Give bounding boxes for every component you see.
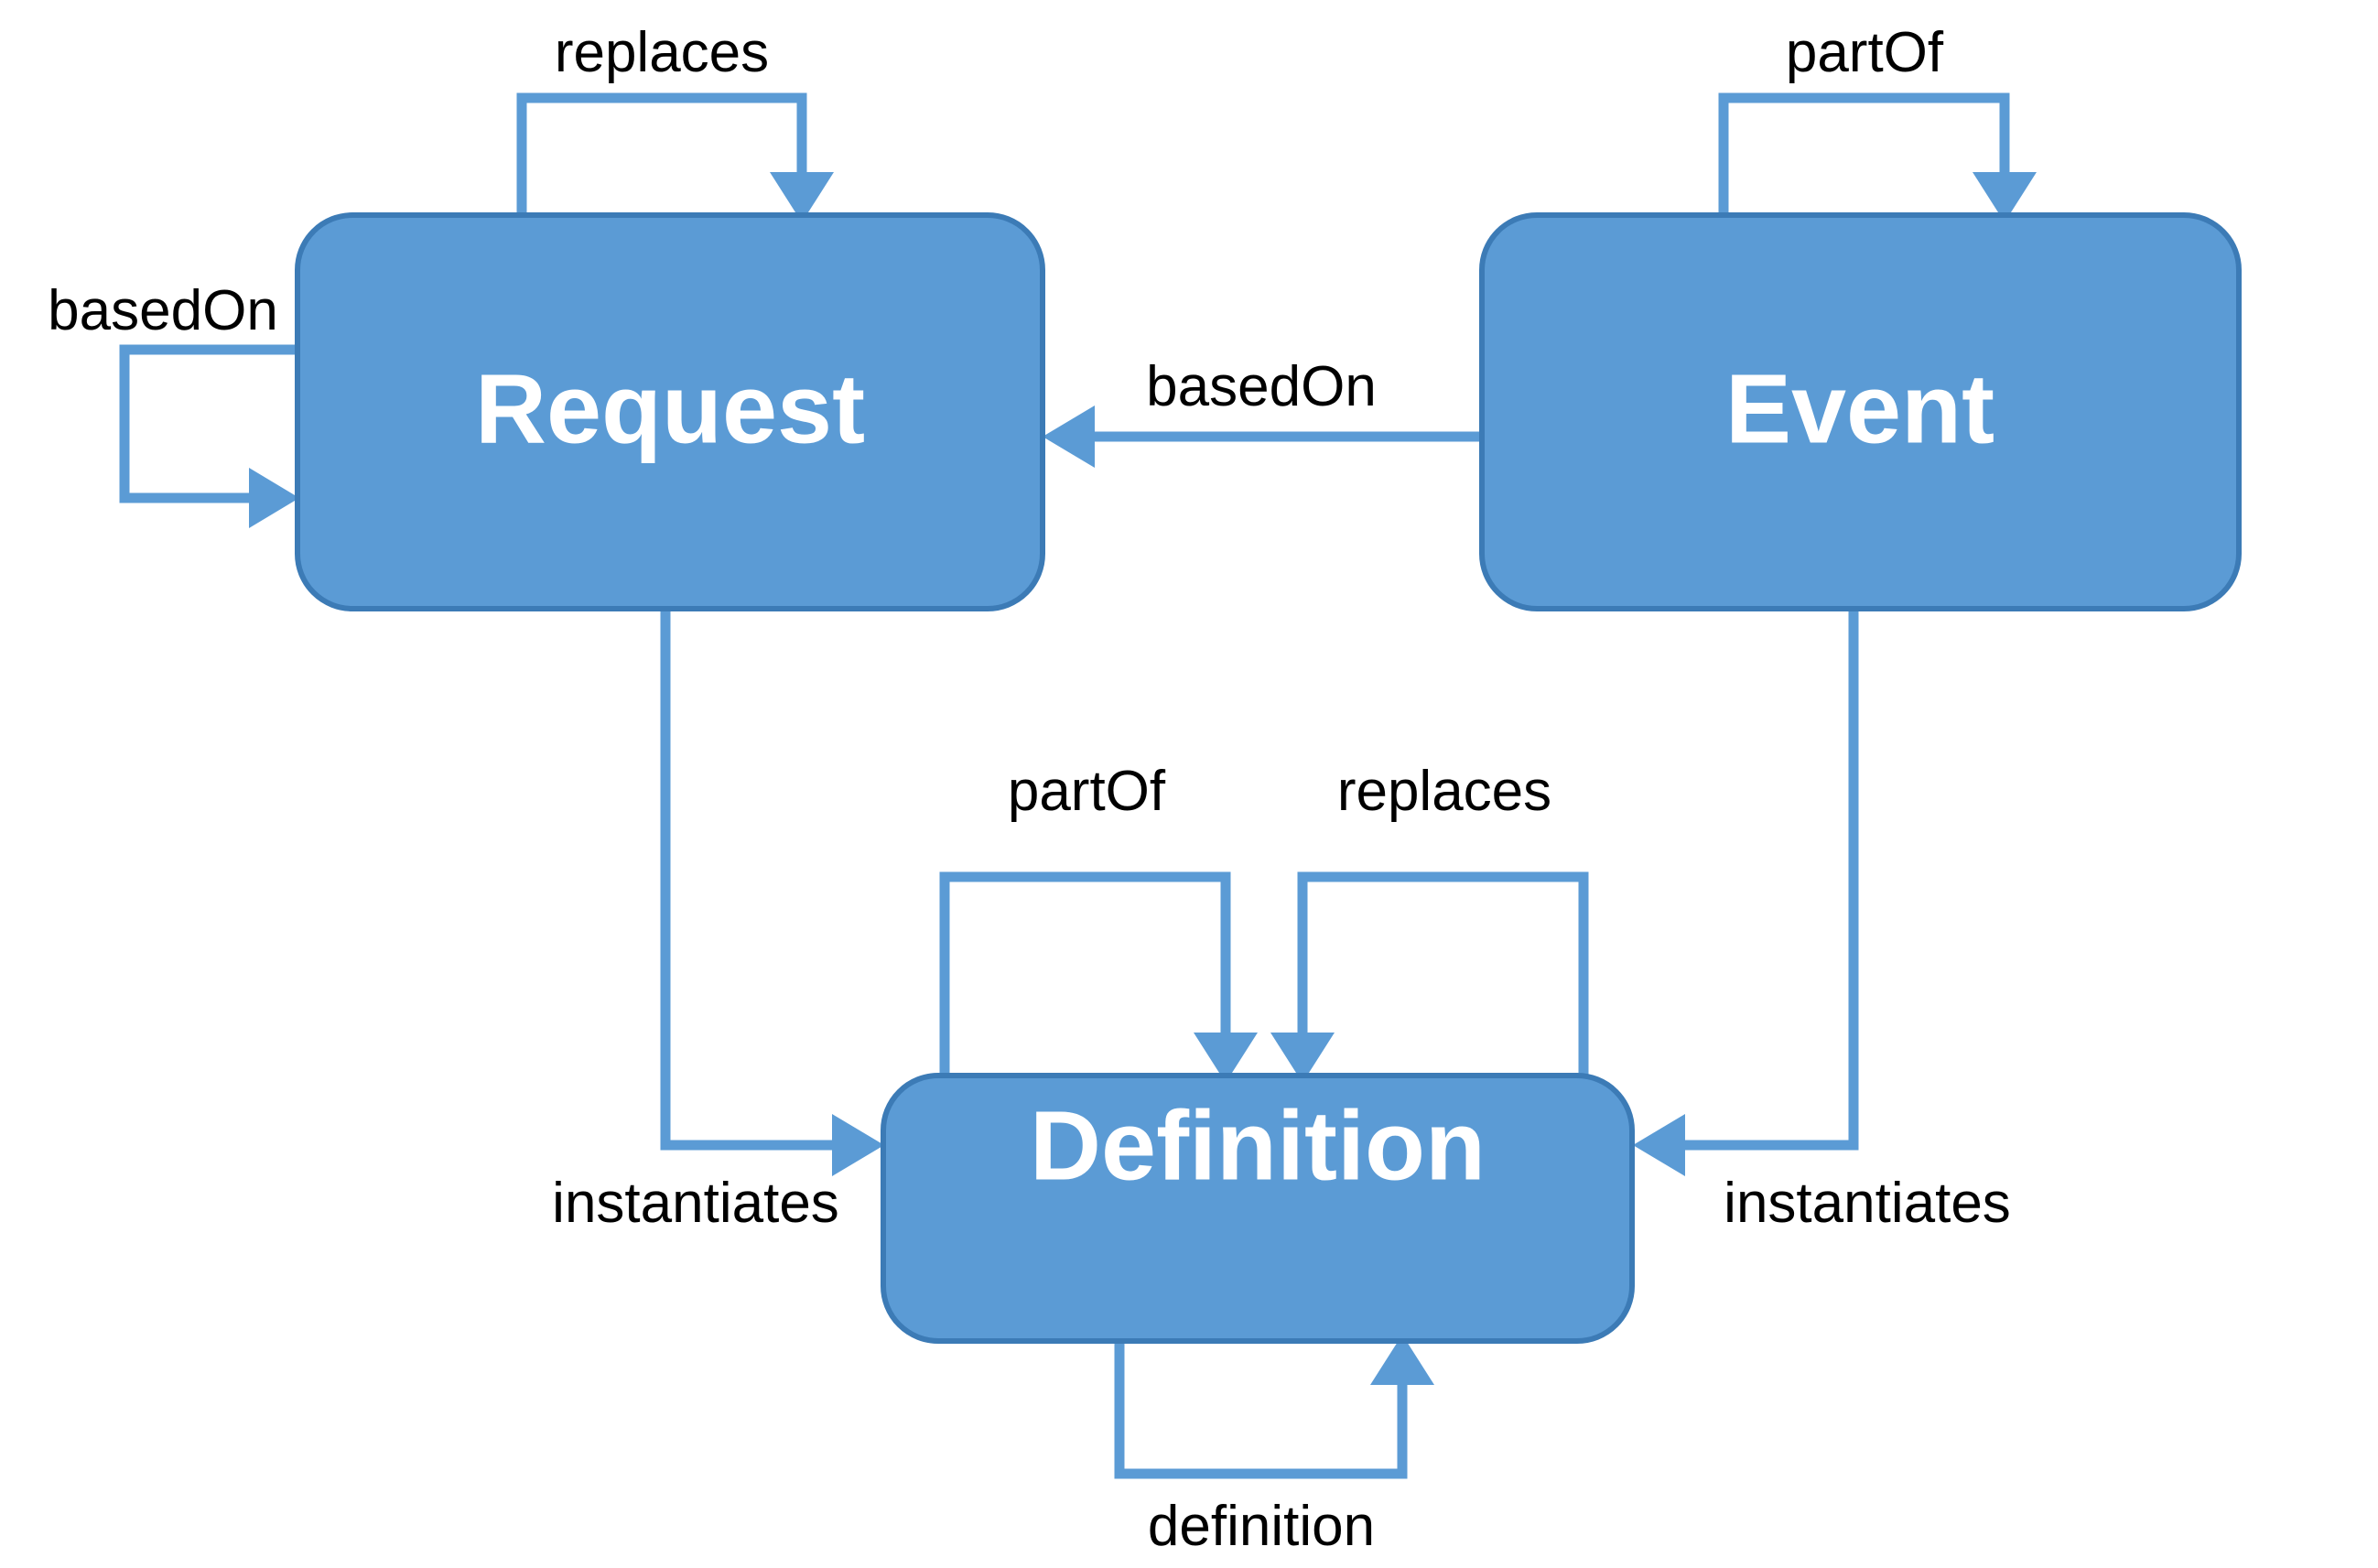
edge-path	[660, 609, 840, 1151]
edge-label-definition-partof: partOf	[1008, 760, 1166, 823]
arrowhead-down-icon	[1194, 1033, 1258, 1083]
node-definition-label: Definition	[1030, 1090, 1486, 1201]
edge-path	[939, 871, 1231, 1076]
node-event-label: Event	[1725, 353, 1994, 464]
edge-request-instantiates-definition	[660, 609, 884, 1176]
arrowhead-left-icon	[1633, 1114, 1685, 1176]
edge-label-definition-definition: definition	[1148, 1495, 1375, 1558]
arrowhead-down-icon	[1270, 1033, 1335, 1083]
node-event[interactable]: Event	[1479, 212, 2242, 611]
arrowhead-down-icon	[1973, 172, 2037, 222]
edge-label-request-basedon: basedOn	[48, 279, 278, 342]
node-definition[interactable]: Definition	[881, 1073, 1635, 1344]
edge-path	[1677, 609, 1859, 1151]
edge-label-event-basedon-request: basedOn	[1146, 355, 1377, 418]
edge-label-request-replaces: replaces	[555, 21, 769, 84]
edge-definition-replaces	[1270, 871, 1589, 1083]
edge-event-basedon-request	[1043, 406, 1482, 468]
edge-definition-partof	[939, 871, 1258, 1083]
edge-definition-definition	[1114, 1335, 1434, 1479]
arrowhead-right-icon	[832, 1114, 884, 1176]
arrowhead-right-icon	[249, 468, 299, 528]
edge-label-request-instantiates: instantiates	[552, 1172, 839, 1235]
edge-label-event-instantiates: instantiates	[1724, 1172, 2011, 1235]
arrowhead-left-icon	[1043, 406, 1095, 468]
edge-event-instantiates-definition	[1633, 609, 1859, 1176]
edge-request-basedon	[119, 344, 299, 528]
node-event-shape[interactable]	[1479, 212, 2242, 611]
node-request[interactable]: Request	[295, 212, 1045, 611]
edge-path	[1718, 92, 2010, 215]
arrowhead-up-icon	[1370, 1335, 1434, 1385]
edge-label-event-partof: partOf	[1786, 21, 1944, 84]
edge-request-replaces	[516, 92, 834, 222]
node-request-label: Request	[475, 353, 865, 464]
edge-path	[516, 92, 807, 215]
edge-path	[119, 344, 297, 503]
edge-label-definition-replaces: replaces	[1337, 760, 1551, 823]
edge-path	[1297, 871, 1589, 1076]
edge-event-partof	[1718, 92, 2037, 222]
node-definition-shape[interactable]	[881, 1073, 1635, 1344]
edge-path	[1114, 1341, 1408, 1479]
arrowhead-down-icon	[770, 172, 834, 222]
node-request-shape[interactable]	[295, 212, 1045, 611]
